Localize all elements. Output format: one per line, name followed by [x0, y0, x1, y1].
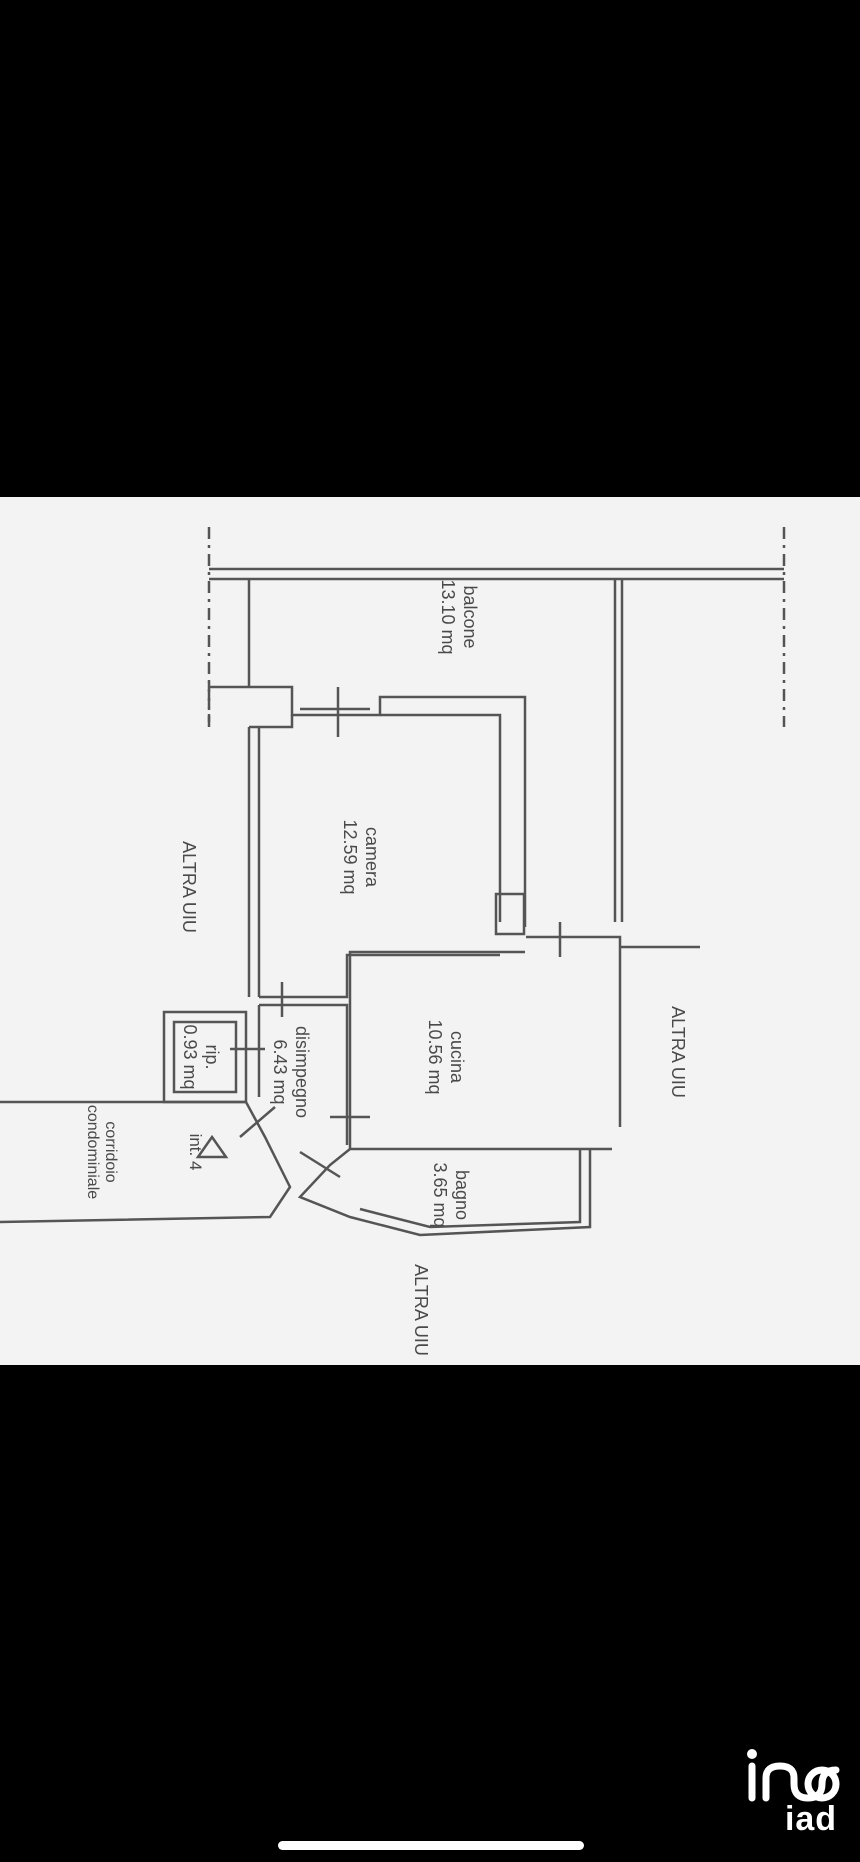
- logo-text: iad: [784, 1800, 838, 1838]
- svg-text:condominiale: condominiale: [84, 1105, 101, 1199]
- camera-wall-bottom: [259, 953, 500, 999]
- cucina-label: cucina 10.56 mq: [425, 1019, 467, 1094]
- svg-text:rip.: rip.: [202, 1044, 222, 1069]
- svg-text:camera: camera: [362, 827, 382, 888]
- cucina-appliance: [494, 892, 526, 936]
- svg-text:disimpegno: disimpegno: [292, 1026, 312, 1118]
- camera-label: camera 12.59 mq: [340, 819, 382, 894]
- camera-wall-top: [209, 685, 527, 927]
- altra-uiu-left: ALTRA UIU: [179, 841, 199, 933]
- camera-wall-top-inner: [249, 715, 294, 729]
- svg-text:bagno: bagno: [452, 1170, 472, 1220]
- iad-logo-icon: [747, 1749, 840, 1802]
- balcone-label: balcone 13.10 mq: [438, 579, 480, 654]
- bagno-label: bagno 3.65 mq: [430, 1162, 472, 1227]
- svg-text:6.43 mq: 6.43 mq: [270, 1039, 290, 1104]
- svg-text:3.65 mq: 3.65 mq: [430, 1162, 450, 1227]
- svg-text:10.56 mq: 10.56 mq: [425, 1019, 445, 1094]
- rip-label: rip. 0.93 mq: [180, 1024, 222, 1089]
- altra-uiu-bottom: ALTRA UIU: [411, 1264, 431, 1356]
- rip-wall-inner: [172, 1020, 238, 1094]
- svg-text:balcone: balcone: [460, 585, 480, 648]
- bagno-wall-inner: [359, 1149, 582, 1229]
- cucina-wall-right: [590, 935, 622, 1127]
- entrance-triangle: [195, 1134, 229, 1159]
- cucina-wall-top: [348, 950, 525, 959]
- altra-uiu-top: ALTRA UIU: [668, 1006, 688, 1098]
- camera-wall-right: [380, 713, 502, 922]
- floor-plan: balcone 13.10 mq camera 12.59 mq cucina …: [0, 527, 786, 1356]
- disimpegno-label: disimpegno 6.43 mq: [270, 1026, 312, 1118]
- corridor-outline: [0, 1100, 292, 1224]
- int-label: int. 4: [186, 1134, 205, 1171]
- svg-text:13.10 mq: 13.10 mq: [438, 579, 458, 654]
- home-indicator[interactable]: [278, 1841, 584, 1850]
- disimpegno-door-mark-2: [299, 1150, 341, 1179]
- disimpegno-wall-top: [259, 1003, 349, 1145]
- svg-text:corridoio: corridoio: [102, 1121, 119, 1182]
- svg-text:cucina: cucina: [447, 1031, 467, 1084]
- bagno-wall: [297, 1148, 592, 1237]
- corridoio-label: corridoio condominiale: [84, 1105, 119, 1199]
- svg-text:0.93 mq: 0.93 mq: [180, 1024, 200, 1089]
- floor-plan-sheet: balcone 13.10 mq camera 12.59 mq cucina …: [0, 497, 860, 1365]
- svg-text:12.59 mq: 12.59 mq: [340, 819, 360, 894]
